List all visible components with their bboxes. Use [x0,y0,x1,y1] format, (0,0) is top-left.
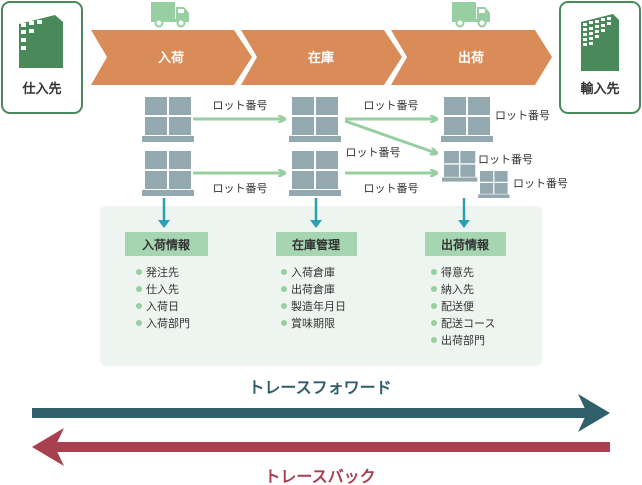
building-icon [581,14,619,71]
truck-icon [451,1,491,28]
stage-label: 出荷 [458,50,484,66]
bullet-icon [281,286,287,292]
info-title: 在庫管理 [292,237,340,252]
lot-label: ロット番号 [213,182,268,195]
info-shipping: 出荷情報 [425,232,506,256]
trace-forward-arrow [32,394,610,432]
bullet-icon [431,269,437,275]
info-item: 仕入先 [146,283,179,296]
bullet-icon [431,320,437,326]
info-inventory: 在庫管理 [276,232,357,256]
stage-receiving [91,30,252,85]
truck-icon [150,1,190,28]
info-item: 入荷日 [146,300,179,313]
pallet-icon [441,97,493,142]
info-item: 出荷倉庫 [291,282,335,296]
bullet-icon [431,337,437,343]
pallet-icon-small [441,151,478,182]
lot-label: ロット番号 [213,99,268,112]
lot-label: ロット番号 [364,99,419,112]
lot-label: ロット番号 [495,109,550,122]
bullet-icon [281,303,287,309]
bullet-icon [431,303,437,309]
trace-back-arrow [32,428,610,466]
pallet-icon [289,97,341,142]
supplier-box: 仕入先 [1,1,83,114]
down-arrows [158,198,470,228]
lot-label: ロット番号 [478,153,533,166]
bullet-icon [136,269,142,275]
bullet-icon [136,320,142,326]
pallet-icon-small [478,171,510,198]
bullet-icon [136,286,142,292]
info-receiving: 入荷情報 [125,232,208,256]
stage-label: 在庫 [308,50,334,66]
stage-inventory [241,30,402,85]
building-icon [19,15,63,68]
info-item: 配送コース [441,316,495,330]
info-item: 配送便 [441,299,474,313]
supplier-label: 仕入先 [21,81,61,97]
info-item: 発注先 [146,265,179,279]
stage-label: 入荷 [158,50,184,66]
lot-arrows [193,119,436,173]
bullet-icon [431,286,437,292]
info-item: 賞味期限 [291,317,335,330]
info-item: 出荷部門 [441,333,485,347]
trace-forward-label: トレースフォワード [248,378,391,397]
info-item: 納入先 [441,283,474,296]
customer-box: 輸入先 [559,1,641,114]
trace-back-label: トレースバック [264,467,375,485]
bullet-icon [281,320,287,326]
bullet-icon [136,303,142,309]
pallet-icon [142,97,194,142]
pallet-icon [142,151,194,196]
bullet-icon [281,269,287,275]
lot-label: ロット番号 [346,146,401,159]
info-item: 入荷部門 [146,316,190,330]
info-title: 出荷情報 [441,237,490,252]
lot-label: ロット番号 [364,182,419,195]
stage-shipping [391,30,552,85]
info-item: 得意先 [441,265,474,279]
customer-label: 輸入先 [580,81,619,97]
info-title: 入荷情報 [142,237,191,252]
lot-label: ロット番号 [513,177,568,190]
pallet-icon [289,151,341,196]
info-item: 入荷倉庫 [291,265,335,279]
info-item: 製造年月日 [291,299,346,313]
